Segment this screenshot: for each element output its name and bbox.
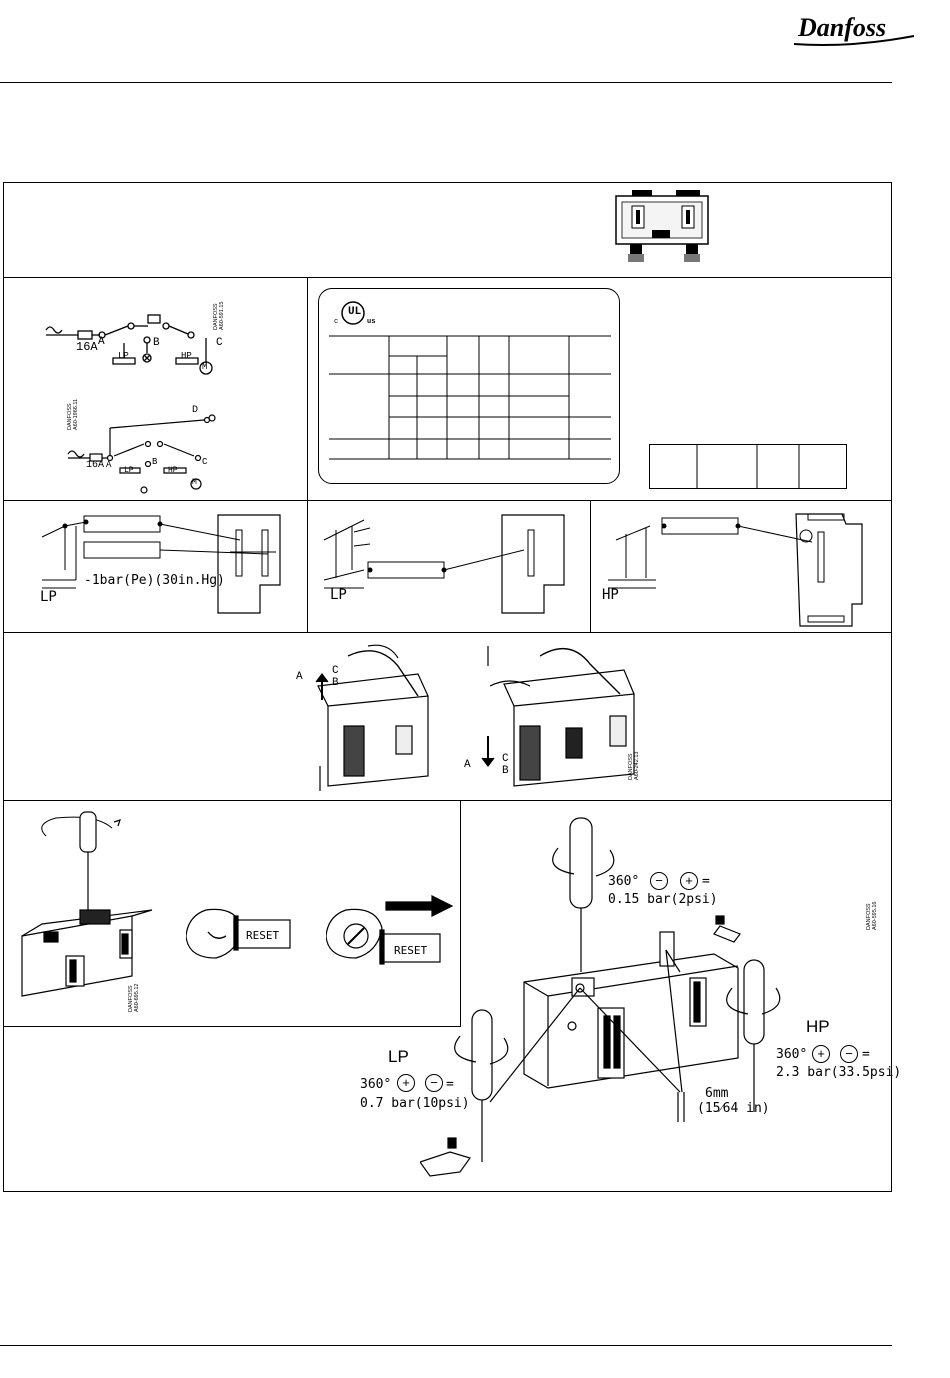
plus-icon-lp: + xyxy=(397,1074,415,1092)
row-divider-1 xyxy=(3,277,892,278)
gap-mm-label: 6mm xyxy=(705,1086,729,1101)
minus-icon-diff: − xyxy=(650,872,668,890)
gap-inch-label: (15⁄64 in) xyxy=(697,1101,770,1116)
reset-button-label-2: RESET xyxy=(394,944,428,957)
hp-rotation-label: 360° xyxy=(776,1047,808,1062)
reset-button-released-illustration: RESET xyxy=(325,888,460,974)
terminal-c-2: C xyxy=(202,457,208,467)
col-divider-reset xyxy=(460,800,461,1026)
wiring-diagram-2: D 16A A B C LP HP M xyxy=(64,400,234,500)
col-divider-wiring xyxy=(307,277,308,632)
row-divider-4 xyxy=(3,800,892,801)
setting-lp-1: LP -1bar(Pe)(30in.Hg) xyxy=(30,510,302,628)
danfoss-logo: Danfoss xyxy=(790,6,918,48)
ul-us-mark: us xyxy=(367,318,376,326)
reset-screwdriver-illustration xyxy=(16,806,156,1020)
hp-value-label: 2.3 bar(33.5psi) xyxy=(776,1065,902,1080)
adjust-code: DANFOSS A60-595.16 xyxy=(866,901,878,930)
ul-c-mark: c xyxy=(334,318,339,326)
vacuum-limit-label: -1bar(Pe)(30in.Hg) xyxy=(84,573,225,588)
test1-terminal-c: C xyxy=(332,665,339,677)
col-divider-setting xyxy=(590,500,591,632)
test1-terminal-b: B xyxy=(332,677,339,689)
setting-hp: HP xyxy=(598,510,878,628)
lp-rotation-label: 360° xyxy=(360,1077,392,1092)
fuse-label-1: 16A xyxy=(76,340,98,354)
minus-icon-hp: − xyxy=(840,1045,858,1063)
row-divider-2 xyxy=(3,500,892,501)
motor-label-1: M xyxy=(202,362,208,372)
footer-rule xyxy=(0,1345,892,1346)
terminal-a-1: A xyxy=(98,336,105,348)
test-code: DANFOSS A60-242.13 xyxy=(628,751,640,780)
wiring-code-2: DANFOSS A60-1966.11 xyxy=(67,398,79,430)
danfoss-logo-text: Danfoss xyxy=(797,13,886,42)
hp-adjust-title: HP xyxy=(806,1017,830,1036)
product-photo xyxy=(612,188,712,276)
diff-equals: = xyxy=(702,874,710,889)
row-divider-5 xyxy=(3,1026,461,1027)
terminal-d-2: D xyxy=(192,405,199,416)
manual-test-illustration-2: A C B xyxy=(460,636,650,796)
reset-button-label-1: RESET xyxy=(246,929,280,942)
small-rating-table xyxy=(649,444,847,489)
reset-button-pressed-illustration: RESET xyxy=(185,906,296,966)
diff-rotation-label: 360° xyxy=(608,874,640,889)
test2-terminal-b: B xyxy=(502,765,509,777)
adjustment-illustration xyxy=(419,812,880,1186)
terminal-b-1: B xyxy=(153,337,160,349)
hp-label-2: HP xyxy=(168,466,178,475)
manual-test-illustration-1: A C B xyxy=(288,636,448,796)
instruction-frame xyxy=(3,182,892,1192)
lp-value-label: 0.7 bar(10psi) xyxy=(360,1096,470,1111)
lp-adjust-title: LP xyxy=(388,1047,409,1066)
setting-lp-2: LP xyxy=(314,510,584,628)
row-divider-3 xyxy=(3,632,892,633)
terminal-b-2: B xyxy=(152,457,158,467)
motor-label-2: M xyxy=(192,478,197,487)
fuse-label-2: 16A xyxy=(86,460,105,471)
wiring-diagram-1: 16A A B C LP HP M xyxy=(38,288,238,383)
ul-mark: UL xyxy=(348,306,362,318)
plus-icon-hp: + xyxy=(812,1045,830,1063)
lp-label-2: LP xyxy=(124,466,134,475)
lp-label-1: LP xyxy=(118,351,129,361)
lp-setting-label-2: LP xyxy=(330,587,347,603)
minus-icon-lp: − xyxy=(425,1074,443,1092)
ul-rating-box: UL c us xyxy=(318,288,620,484)
test1-terminal-a: A xyxy=(296,671,303,683)
header-rule xyxy=(0,82,892,83)
hp-label-1: HP xyxy=(181,351,192,361)
wiring-code-1: DANFOSS A60-591.15 xyxy=(213,301,225,330)
lp-setting-label-1: LP xyxy=(40,589,57,605)
reset-code: DANFOSS A60-695.12 xyxy=(128,983,140,1012)
diff-value-label: 0.15 bar(2psi) xyxy=(608,892,718,907)
test2-terminal-c: C xyxy=(502,753,509,765)
hp-setting-label: HP xyxy=(602,587,619,603)
lp-equals: = xyxy=(446,1077,454,1092)
hp-equals: = xyxy=(862,1047,870,1062)
terminal-a-2: A xyxy=(106,460,112,470)
plus-icon-diff: + xyxy=(680,872,698,890)
test2-terminal-a: A xyxy=(464,759,471,771)
terminal-c-1: C xyxy=(216,337,223,349)
